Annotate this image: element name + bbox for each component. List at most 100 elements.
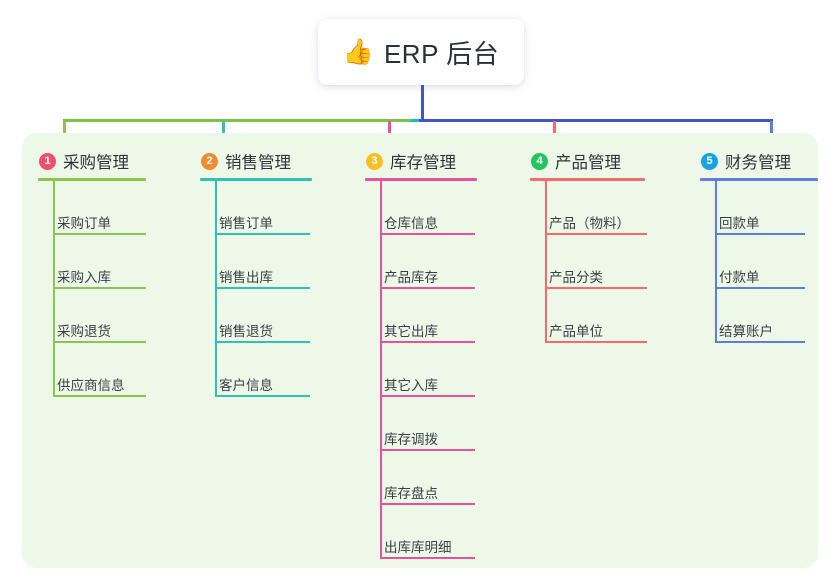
list-item-label: 产品分类 — [549, 269, 603, 285]
list-item-rule — [215, 341, 310, 343]
list-item-rule — [380, 287, 475, 289]
thumbs-up-icon: 👍 — [342, 37, 374, 66]
list-item-rule — [715, 233, 805, 235]
list-item-rule — [215, 233, 310, 235]
column-stem-4 — [545, 181, 547, 343]
list-item[interactable]: 其它入库 — [380, 343, 477, 397]
column-rule-2 — [200, 178, 312, 181]
column-title-5: 财务管理 — [725, 154, 791, 172]
connector-bus-right — [419, 119, 773, 122]
list-item[interactable]: 库存盘点 — [380, 451, 477, 505]
list-item-label: 销售出库 — [219, 269, 273, 285]
column-stem-5 — [715, 181, 717, 343]
column-header-5[interactable]: 5 财务管理 — [700, 148, 818, 174]
column-rule-5 — [700, 178, 818, 181]
list-item[interactable]: 供应商信息 — [53, 343, 146, 397]
list-item[interactable]: 销售订单 — [215, 181, 312, 235]
list-item-rule — [215, 287, 310, 289]
column-rule-4 — [530, 178, 645, 181]
list-item-rule — [380, 557, 475, 559]
list-item-label: 产品库存 — [384, 269, 438, 285]
diagram-panel — [22, 133, 818, 568]
column-badge-3: 3 — [366, 152, 383, 170]
list-item[interactable]: 其它出库 — [380, 289, 477, 343]
list-item-label: 产品单位 — [549, 323, 603, 339]
column-items-2: 销售订单销售出库销售退货客户信息 — [200, 181, 312, 397]
list-item-rule — [380, 233, 475, 235]
list-item-rule — [380, 395, 475, 397]
list-item-rule — [53, 233, 146, 235]
list-item-rule — [380, 449, 475, 451]
list-item-rule — [715, 287, 805, 289]
column-2: 2 销售管理销售订单销售出库销售退货客户信息 — [200, 148, 312, 397]
connector-root-stem — [421, 85, 424, 121]
list-item[interactable]: 采购退货 — [53, 289, 146, 343]
column-badge-5: 5 — [701, 152, 718, 170]
connector-bus-left — [63, 119, 413, 122]
column-rule-3 — [365, 178, 477, 181]
root-title: ERP 后台 — [383, 38, 500, 69]
column-4: 4 产品管理产品（物料） 产品分类产品单位 — [530, 148, 647, 343]
list-item[interactable]: 客户信息 — [215, 343, 312, 397]
column-5: 5 财务管理回款单付款单结算账户 — [700, 148, 818, 343]
list-item[interactable]: 付款单 — [715, 235, 818, 289]
list-item[interactable]: 产品分类 — [545, 235, 647, 289]
column-items-4: 产品（物料） 产品分类产品单位 — [530, 181, 647, 343]
list-item-rule — [545, 287, 647, 289]
list-item-rule — [715, 341, 805, 343]
list-item[interactable]: 销售出库 — [215, 235, 312, 289]
column-header-2[interactable]: 2 销售管理 — [200, 148, 312, 174]
root-node[interactable]: 👍 ERP 后台 — [318, 19, 524, 85]
list-item[interactable]: 库存调拨 — [380, 397, 477, 451]
list-item-rule — [53, 287, 146, 289]
column-title-2: 销售管理 — [225, 154, 291, 172]
list-item[interactable]: 产品（物料） — [545, 181, 647, 235]
list-item-label: 产品（物料） — [549, 215, 630, 231]
list-item-rule — [380, 503, 475, 505]
column-items-1: 采购订单采购入库采购退货供应商信息 — [38, 181, 146, 397]
column-3: 3 库存管理仓库信息产品库存其它出库其它入库库存调拨库存盘点出库库明细 — [365, 148, 477, 559]
list-item[interactable]: 采购入库 — [53, 235, 146, 289]
column-title-4: 产品管理 — [555, 154, 621, 172]
column-header-4[interactable]: 4 产品管理 — [530, 148, 645, 174]
list-item-rule — [545, 341, 647, 343]
list-item-rule — [380, 341, 475, 343]
column-stem-1 — [53, 181, 55, 397]
column-items-5: 回款单付款单结算账户 — [700, 181, 818, 343]
column-badge-4: 4 — [531, 152, 548, 170]
list-item-label: 库存调拨 — [384, 431, 438, 447]
list-item-label: 采购入库 — [57, 269, 111, 285]
column-rule-1 — [38, 178, 146, 181]
list-item[interactable]: 结算账户 — [715, 289, 818, 343]
list-item-label: 采购退货 — [57, 323, 111, 339]
list-item-rule — [215, 395, 310, 397]
column-items-3: 仓库信息产品库存其它出库其它入库库存调拨库存盘点出库库明细 — [365, 181, 477, 559]
column-title-3: 库存管理 — [390, 154, 456, 172]
column-title-1: 采购管理 — [63, 154, 129, 172]
list-item[interactable]: 产品单位 — [545, 289, 647, 343]
list-item[interactable]: 销售退货 — [215, 289, 312, 343]
list-item-label: 客户信息 — [219, 377, 273, 393]
list-item-rule — [545, 233, 647, 235]
list-item-label: 库存盘点 — [384, 485, 438, 501]
column-badge-2: 2 — [201, 152, 218, 170]
list-item-rule — [53, 395, 146, 397]
list-item-label: 供应商信息 — [57, 377, 125, 393]
list-item-label: 出库库明细 — [384, 539, 452, 555]
list-item[interactable]: 采购订单 — [53, 181, 146, 235]
column-header-3[interactable]: 3 库存管理 — [365, 148, 477, 174]
list-item-label: 付款单 — [719, 269, 760, 285]
list-item-label: 回款单 — [719, 215, 760, 231]
column-stem-2 — [215, 181, 217, 397]
list-item-label: 仓库信息 — [384, 215, 438, 231]
list-item-label: 销售退货 — [219, 323, 273, 339]
list-item-label: 结算账户 — [719, 323, 773, 339]
list-item-label: 其它入库 — [384, 377, 438, 393]
list-item[interactable]: 产品库存 — [380, 235, 477, 289]
list-item[interactable]: 仓库信息 — [380, 181, 477, 235]
list-item[interactable]: 出库库明细 — [380, 505, 477, 559]
list-item[interactable]: 回款单 — [715, 181, 818, 235]
